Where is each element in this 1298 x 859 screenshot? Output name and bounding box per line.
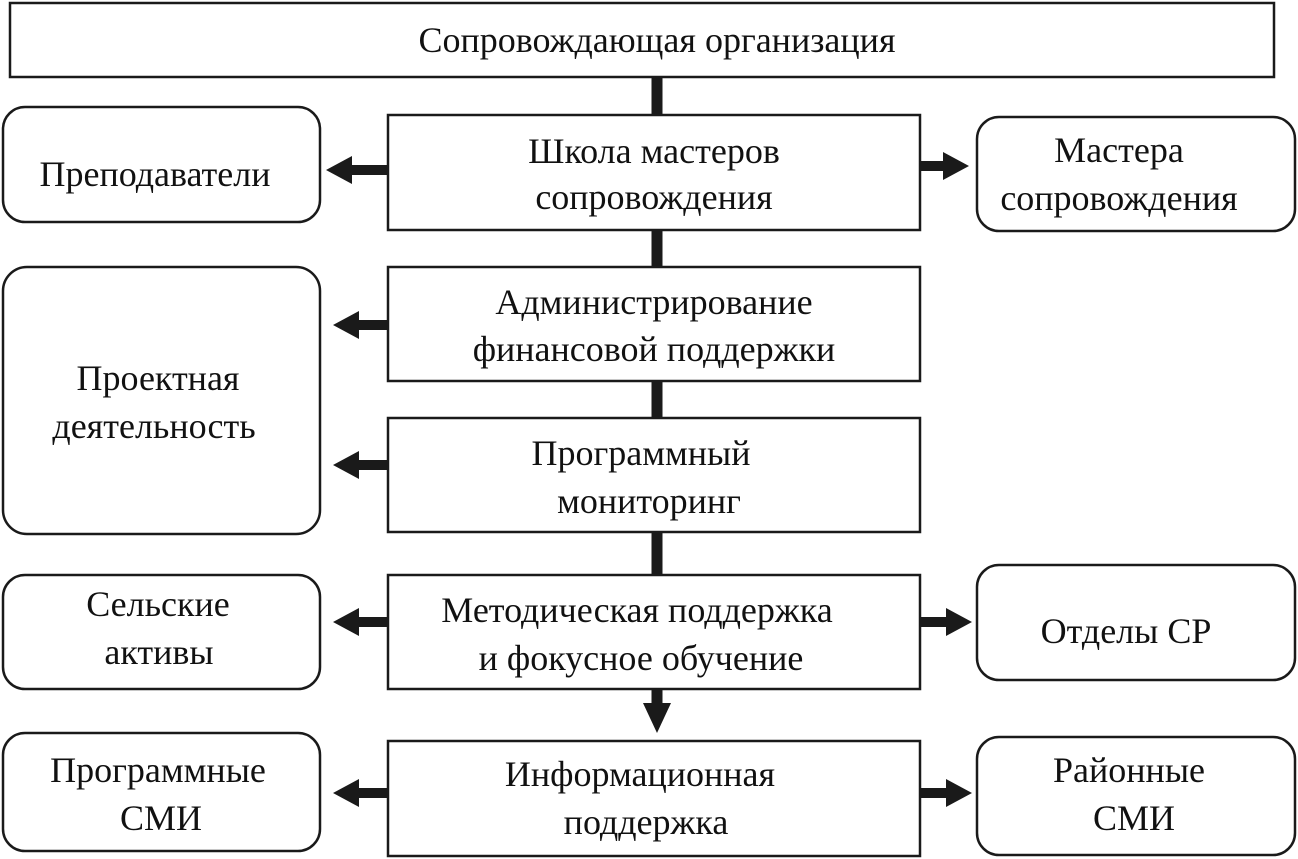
right-box-frame bbox=[975, 563, 1297, 682]
left-box-frame bbox=[1, 731, 322, 853]
arrow-right-to-masters bbox=[943, 152, 969, 180]
right-box-district-media: Районные СМИ bbox=[975, 735, 1297, 857]
left-box-label: Сельские bbox=[86, 584, 230, 624]
left-box-rural: Сельские активы bbox=[1, 573, 322, 691]
left-box-label: Программные bbox=[50, 750, 266, 790]
right-box-departments: Отделы СР bbox=[975, 563, 1297, 682]
right-box-label: СМИ bbox=[1093, 798, 1175, 838]
center-box-label: поддержка bbox=[564, 802, 729, 842]
center-box-label: мониторинг bbox=[557, 481, 741, 521]
center-box-label: Информационная bbox=[505, 754, 775, 794]
right-box-label: Районные bbox=[1053, 750, 1205, 790]
left-box-label: Проектная bbox=[77, 358, 240, 398]
arrow-left-to-rural bbox=[333, 608, 359, 636]
arrows-right bbox=[920, 152, 972, 807]
center-box-label: Администрирование bbox=[495, 282, 812, 322]
left-box-label: СМИ bbox=[120, 798, 202, 838]
arrow-left-to-projects-monitoring bbox=[333, 451, 359, 479]
right-box-label: Мастера bbox=[1054, 130, 1184, 170]
right-box-masters: Мастера сопровождения bbox=[975, 115, 1297, 233]
center-box-label: финансовой поддержки bbox=[473, 329, 836, 369]
center-box-label: и фокусное обучение bbox=[479, 638, 804, 678]
center-box-frame bbox=[386, 573, 922, 691]
arrow-left-to-projects-admin bbox=[333, 311, 359, 339]
arrow-right-to-district-media bbox=[946, 779, 972, 807]
center-box-methodic: Методическая поддержка и фокусное обучен… bbox=[386, 573, 922, 691]
center-box-school: Школа мастеров сопровождения bbox=[386, 113, 922, 232]
left-box-prog-media: Программные СМИ bbox=[1, 731, 322, 853]
arrow-left-to-teachers bbox=[326, 156, 352, 184]
right-box-label: сопровождения bbox=[1000, 178, 1237, 218]
arrow-down-to-info bbox=[643, 703, 671, 733]
left-box-projects: Проектная деятельность bbox=[1, 265, 322, 536]
left-box-frame bbox=[1, 265, 322, 536]
center-box-label: Методическая поддержка bbox=[441, 590, 832, 630]
left-box-frame bbox=[1, 105, 322, 224]
center-box-label: Школа мастеров bbox=[528, 131, 780, 171]
center-box-admin: Администрирование финансовой поддержки bbox=[386, 265, 922, 383]
title-box-frame bbox=[8, 1, 1276, 79]
center-box-monitoring: Программный мониторинг bbox=[386, 416, 922, 534]
center-box-label: Программный bbox=[531, 433, 750, 473]
arrows-left bbox=[326, 156, 388, 807]
right-box-label: Отделы СР bbox=[1041, 611, 1212, 651]
center-box-frame bbox=[386, 265, 922, 383]
center-box-frame bbox=[386, 739, 922, 858]
left-box-label: Преподаватели bbox=[39, 154, 270, 194]
title-box: Сопровождающая организация bbox=[8, 1, 1276, 79]
title-label: Сопровождающая организация bbox=[418, 20, 895, 60]
left-box-teachers: Преподаватели bbox=[1, 105, 322, 224]
center-box-info: Информационная поддержка bbox=[386, 739, 922, 858]
left-box-label: активы bbox=[104, 632, 213, 672]
right-box-frame bbox=[975, 735, 1297, 857]
center-box-label: сопровождения bbox=[535, 177, 772, 217]
arrow-left-to-prog-media bbox=[333, 779, 359, 807]
left-box-frame bbox=[1, 573, 322, 691]
left-box-label: деятельность bbox=[52, 406, 255, 446]
center-box-frame bbox=[386, 416, 922, 534]
right-box-frame bbox=[975, 115, 1297, 233]
arrow-right-to-departments bbox=[946, 608, 972, 636]
